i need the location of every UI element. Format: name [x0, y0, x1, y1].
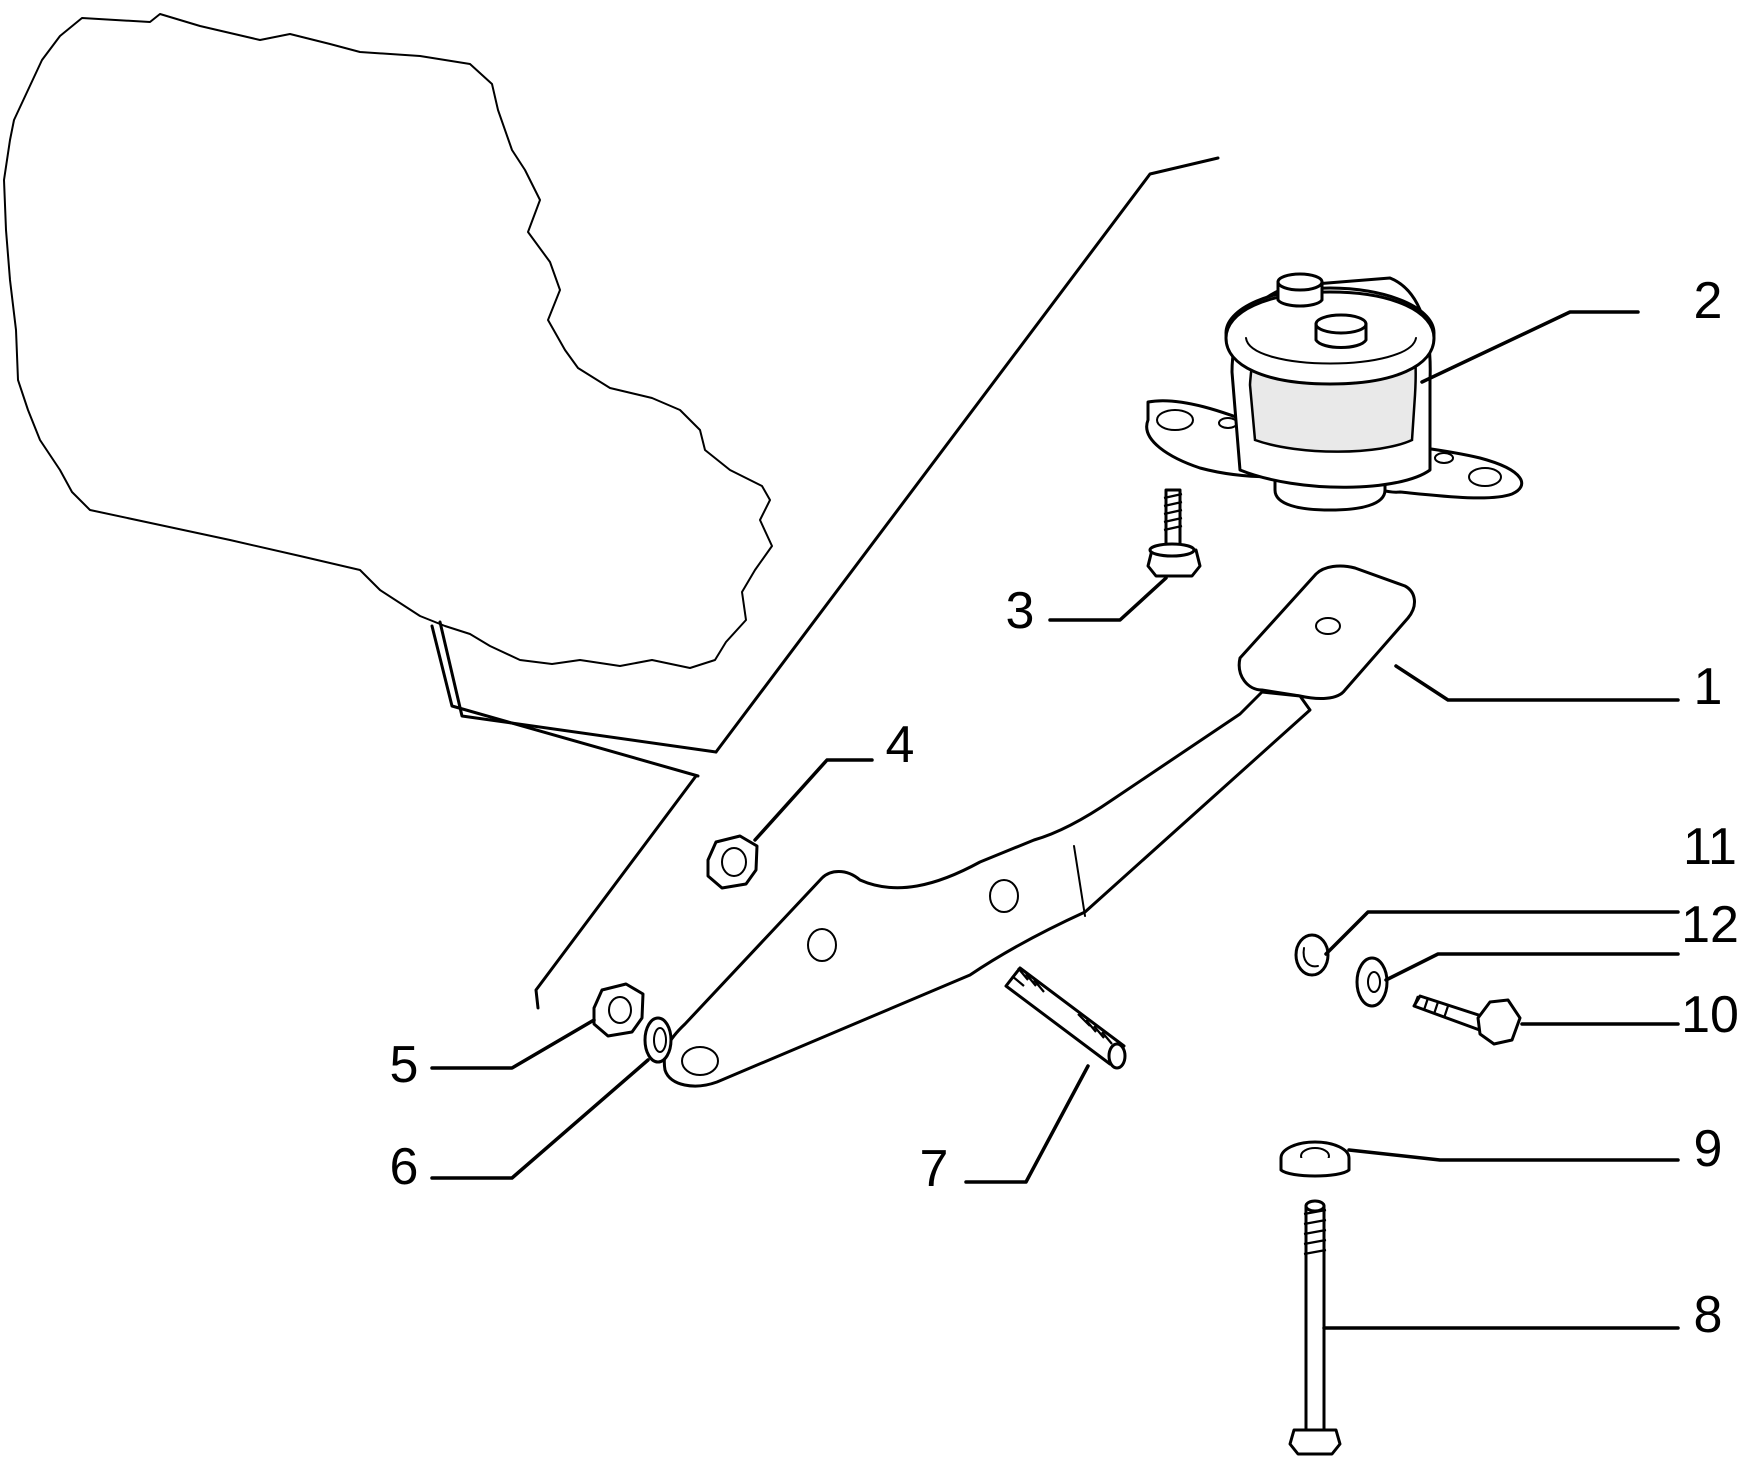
callout-numbers: 1 2 3 4 5 6 7 8 9 10 11 12 — [390, 272, 1739, 1344]
callout-12: 12 — [1681, 896, 1739, 954]
washer-part-6 — [643, 1016, 673, 1064]
callout-3: 3 — [1006, 582, 1035, 640]
bolt-part-8 — [1288, 1199, 1342, 1456]
housing-reference-lines — [430, 156, 1220, 1010]
callout-2: 2 — [1694, 272, 1723, 330]
stud-part-7 — [1004, 966, 1127, 1070]
clip-part-11 — [1294, 933, 1330, 977]
gearbox-housing-outline — [3, 13, 773, 669]
callout-5: 5 — [390, 1036, 419, 1094]
bracket-part-1 — [662, 564, 1416, 1088]
engine-mount-part — [1145, 272, 1524, 512]
callout-4: 4 — [886, 716, 915, 774]
washer-part-9 — [1279, 1140, 1351, 1178]
nut-part-5 — [592, 982, 645, 1038]
bolt-part-3 — [1146, 488, 1202, 578]
callout-1: 1 — [1694, 658, 1723, 716]
callout-7: 7 — [920, 1140, 949, 1198]
callout-6: 6 — [390, 1138, 419, 1196]
washer-part-12 — [1355, 956, 1389, 1008]
callout-8: 8 — [1694, 1286, 1723, 1344]
leader-lines — [430, 310, 1680, 1330]
bolt-part-10 — [1412, 994, 1522, 1046]
callout-10: 10 — [1681, 986, 1739, 1044]
callout-9: 9 — [1694, 1120, 1723, 1178]
nut-part-4 — [706, 834, 759, 890]
callout-11: 11 — [1683, 818, 1737, 876]
